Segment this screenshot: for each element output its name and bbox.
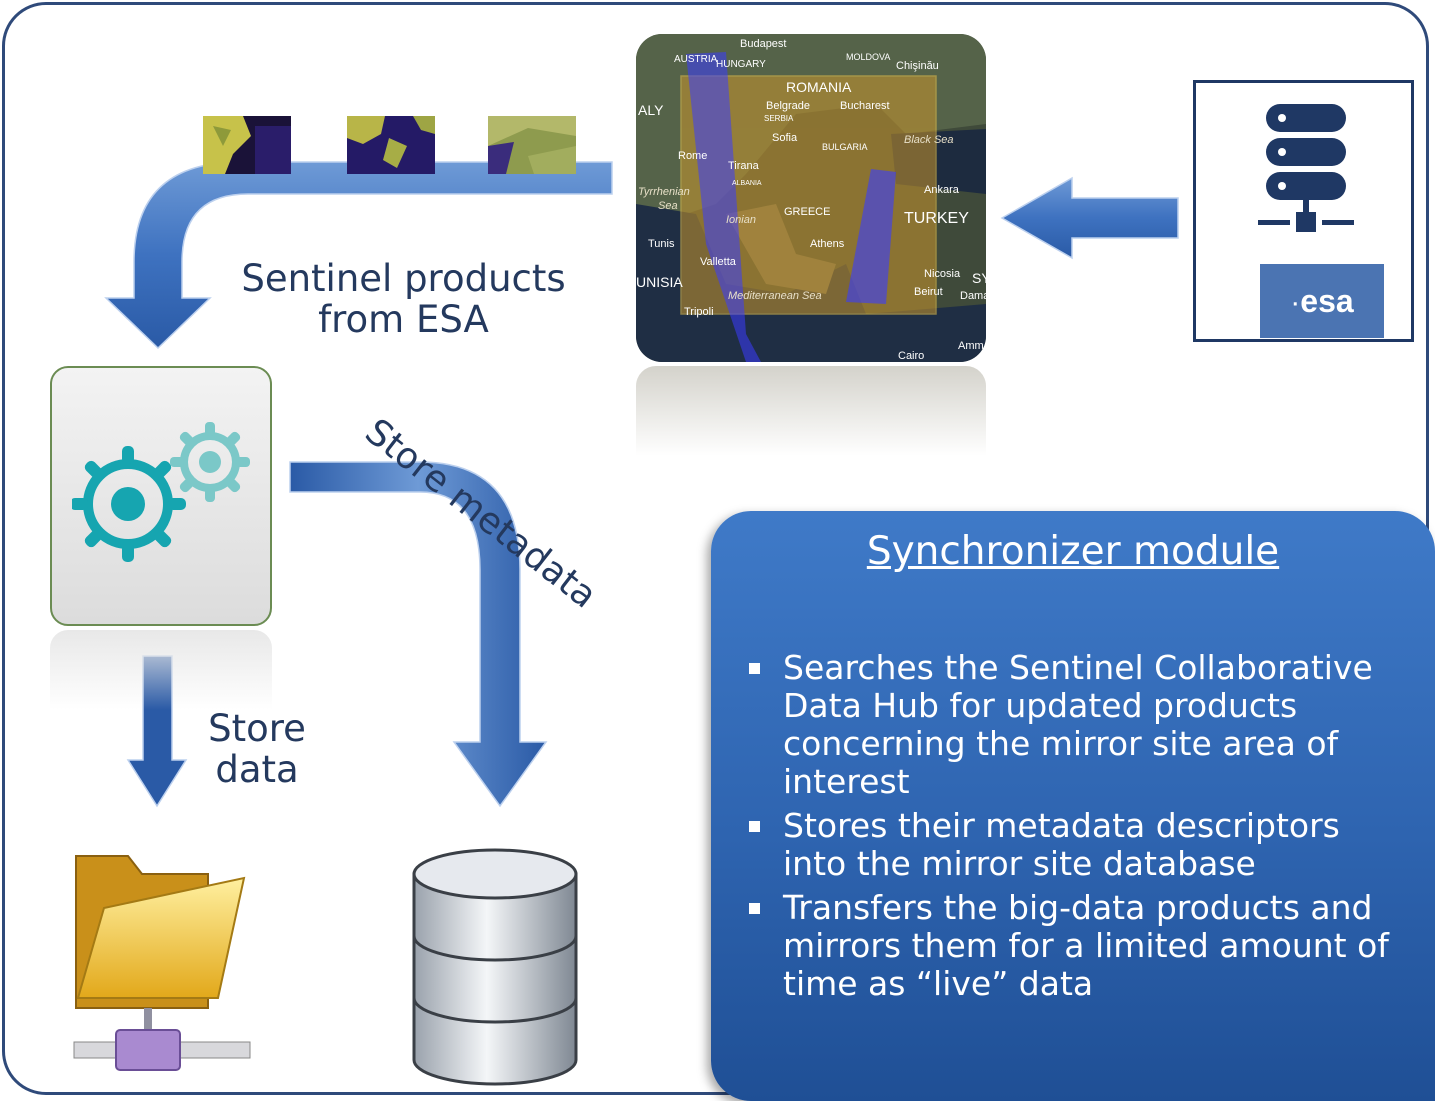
panel-title: Synchronizer module <box>866 529 1280 574</box>
map-label: ROMANIA <box>786 79 852 95</box>
map-label: Nicosia <box>924 268 961 280</box>
map-label: Rome <box>678 150 708 162</box>
label-line: Sentinel products <box>241 257 566 300</box>
map-label: MOLDOVA <box>846 52 891 62</box>
map-label: Belgrade <box>766 100 811 112</box>
satellite-thumbnail-1 <box>203 116 291 174</box>
satellite-thumbnail-2 <box>347 116 435 174</box>
map-label: UNISIA <box>636 274 683 290</box>
map-label: Black Sea <box>904 134 954 146</box>
map-label: Cairo <box>898 350 925 362</box>
map-label: AUSTRIA <box>674 54 718 65</box>
map-label: Chişinău <box>896 60 939 72</box>
bullet-item: Searches the Sentinel Collaborative Data… <box>749 649 1413 801</box>
map-label: Sofia <box>772 132 798 144</box>
folder-network-icon <box>73 855 251 1071</box>
map-label: Bucharest <box>840 100 890 112</box>
map-label: Tyrrhenian <box>638 186 690 198</box>
esa-logo: ·esa <box>1260 264 1384 338</box>
map-label: Ankara <box>924 184 959 196</box>
label-sentinel-products: Sentinel products from ESA <box>232 258 575 341</box>
map-label: Amm <box>958 340 984 352</box>
map-label: Budapest <box>740 38 787 50</box>
map-label: Tirana <box>728 160 759 172</box>
map-label: SERBIA <box>764 114 794 123</box>
map-label: SY <box>972 270 986 286</box>
esa-logo-text: esa <box>1300 283 1354 319</box>
bullet-item: Transfers the big-data products and mirr… <box>749 888 1413 1003</box>
label-store-data: Store data <box>204 708 310 791</box>
map-label: Tripoli <box>684 306 714 318</box>
gears-icon <box>72 422 250 562</box>
synchronizer-module-panel: Synchronizer module Searches the Sentine… <box>711 511 1435 1101</box>
label-line: data <box>215 748 299 792</box>
map-label: ALY <box>638 102 664 118</box>
arrow-server-to-map <box>1000 176 1179 260</box>
map-label: GREECE <box>784 206 831 218</box>
satellite-thumbnail-3 <box>488 116 576 174</box>
map-label: Athens <box>810 238 845 250</box>
bullet-item: Stores their metadata descriptors into t… <box>749 806 1413 883</box>
map-label: Dama <box>960 290 986 302</box>
panel-bullet-list: Searches the Sentinel Collaborative Data… <box>749 649 1413 1008</box>
label-line: Store <box>208 707 306 750</box>
arrow-gears-to-database <box>289 461 548 808</box>
map-background <box>636 34 986 362</box>
map-label: Sea <box>658 200 678 212</box>
map-label: Valletta <box>700 256 736 268</box>
map-label: ALBANIA <box>732 180 762 187</box>
map-label: Ionian <box>726 214 756 226</box>
map-label: Mediterranean Sea <box>728 290 822 302</box>
map-reflection <box>636 366 986 456</box>
map-label: Tunis <box>648 238 675 250</box>
label-line: from ESA <box>318 298 489 342</box>
map-label: Beirut <box>914 286 943 298</box>
map-label: BULGARIA <box>822 142 868 152</box>
database-icon <box>412 848 578 1086</box>
arrow-map-to-gears <box>104 161 613 350</box>
server-icon <box>1258 104 1354 232</box>
map-label: TURKEY <box>904 210 969 227</box>
map-label: HUNGARY <box>716 59 766 70</box>
synchronizer-box-reflection <box>50 630 272 710</box>
map-image: Budapest AUSTRIA HUNGARY MOLDOVA Chişină… <box>636 34 986 362</box>
